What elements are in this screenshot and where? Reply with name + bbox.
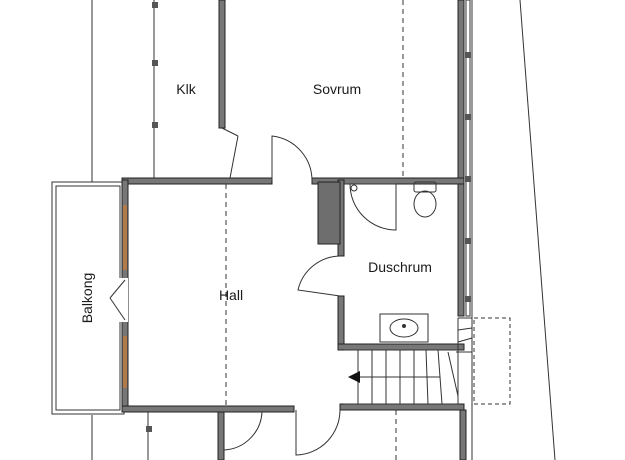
- room-label-klk: Klk: [176, 81, 196, 97]
- hall-top-door-icon: [271, 135, 313, 182]
- klk-structure: [152, 0, 158, 180]
- room-label-duschrum: Duschrum: [368, 259, 432, 275]
- stair-direction-arrow-icon: [348, 371, 440, 383]
- toilet-icon: [413, 181, 437, 218]
- room-label-sovrum: Sovrum: [313, 81, 361, 97]
- hall-bottom-wall: [121, 403, 465, 413]
- sink-icon: [379, 313, 429, 343]
- room-label-hall: Hall: [219, 287, 243, 303]
- stair-landing-dashed: [473, 317, 511, 405]
- shaft-block: [317, 181, 341, 245]
- klk-sovrum-wall: [218, 0, 239, 179]
- hall-bottom-door-icon: [295, 409, 341, 456]
- duschrum-door-icon: [297, 255, 341, 297]
- room-label-balkong: Balkong: [79, 273, 95, 324]
- shower-icon: [344, 183, 397, 231]
- lower-walls: [146, 410, 397, 460]
- right-exterior-wall: [457, 0, 556, 460]
